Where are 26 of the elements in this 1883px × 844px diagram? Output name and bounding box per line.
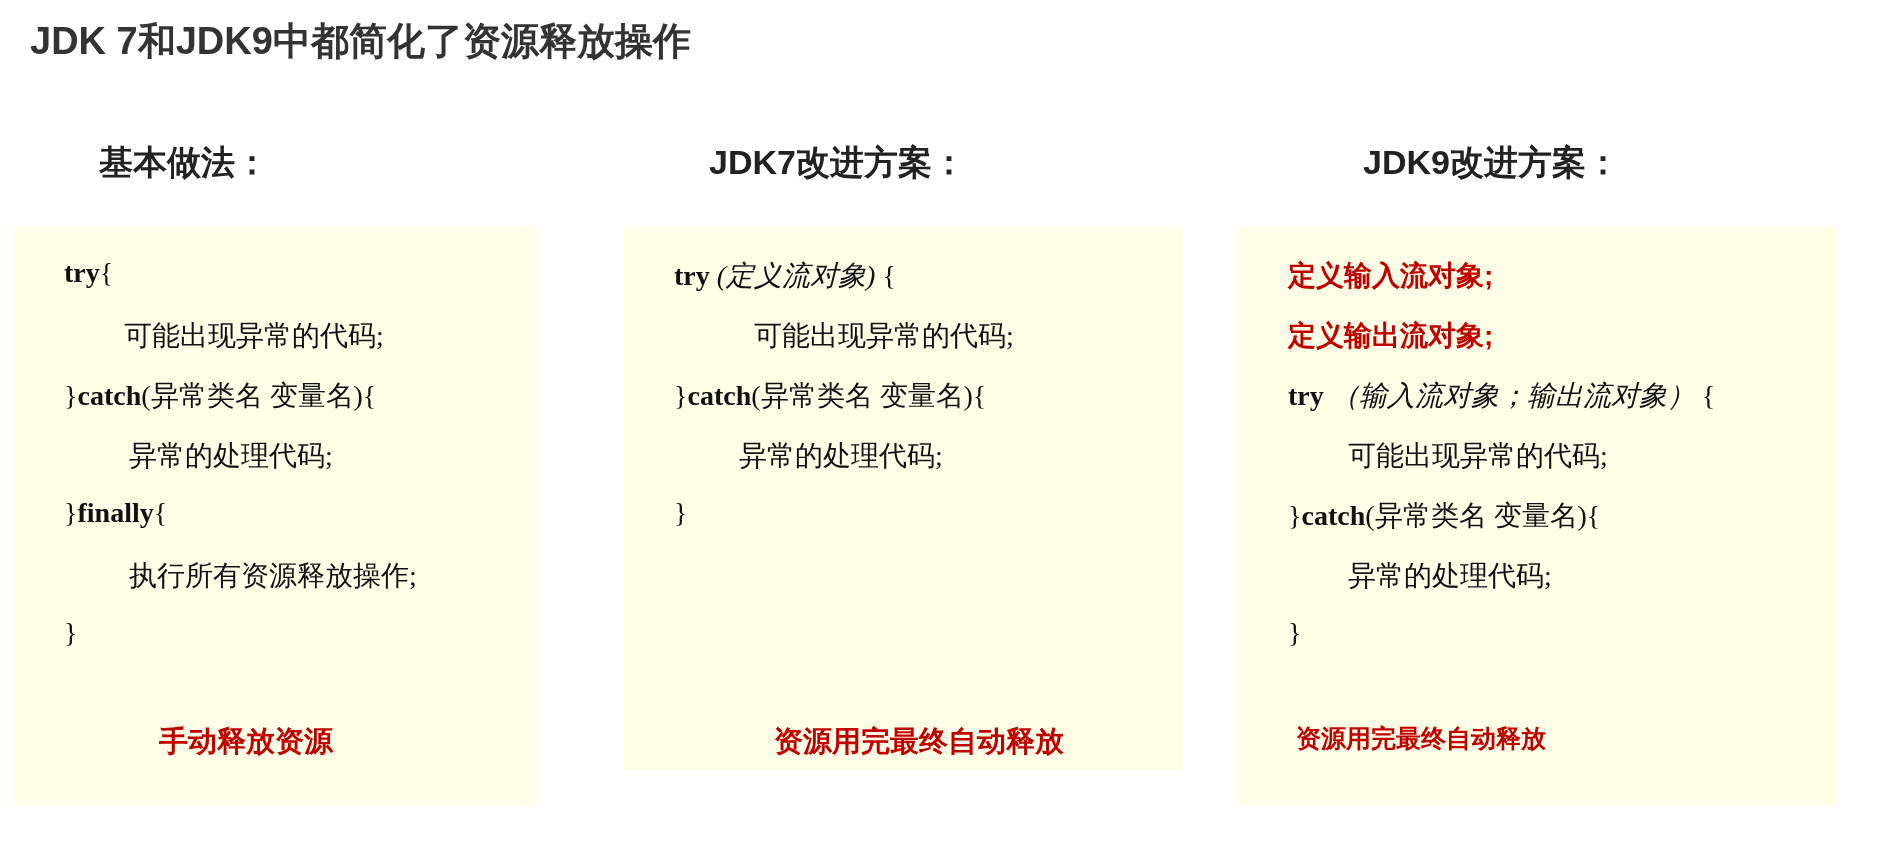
code-line: 定义输出流对象; (1288, 319, 1494, 353)
note-text: 手动释放资源 (159, 724, 333, 759)
code-line: 定义输入流对象; (1288, 259, 1494, 293)
note-text: 资源用完最终自动释放 (1296, 723, 1546, 754)
code-line: try (定义流对象) { (674, 259, 896, 293)
section-heading: JDK9改进方案： (1363, 142, 1620, 183)
code-line: } (674, 497, 688, 529)
code-line: 执行所有资源释放操作; (129, 559, 417, 593)
code-line: }catch(异常类名 变量名){ (674, 379, 987, 413)
code-line: 异常的处理代码; (129, 439, 333, 473)
code-line: }finally{ (64, 497, 168, 529)
code-line: 可能出现异常的代码; (754, 319, 1014, 353)
section-heading: 基本做法： (99, 142, 269, 183)
code-line: } (64, 617, 78, 649)
code-line: }catch(异常类名 变量名){ (64, 379, 377, 413)
code-line: try （输入流对象；输出流对象） { (1288, 379, 1716, 413)
code-line: }catch(异常类名 变量名){ (1288, 499, 1601, 533)
section-heading: JDK7改进方案： (709, 142, 966, 183)
page-title: JDK 7和JDK9中都简化了资源释放操作 (30, 19, 691, 64)
code-line: } (1288, 617, 1302, 649)
code-line: 异常的处理代码; (1348, 559, 1552, 593)
code-line: 异常的处理代码; (739, 439, 943, 473)
code-line: 可能出现异常的代码; (124, 319, 384, 353)
code-line: 可能出现异常的代码; (1348, 439, 1608, 473)
code-line: try{ (64, 257, 114, 289)
note-text: 资源用完最终自动释放 (774, 724, 1064, 759)
